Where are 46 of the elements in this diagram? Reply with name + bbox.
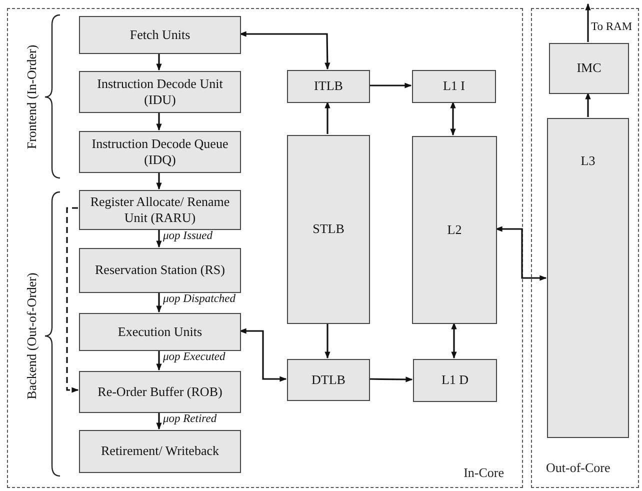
process-box: Instruction Decode Unit (IDU)	[79, 71, 241, 113]
arrow	[450, 101, 456, 136]
region-label: In-Core	[464, 465, 504, 481]
process-box: Fetch Units	[79, 16, 241, 54]
process-box: L2	[412, 136, 497, 324]
process-box: L1 D	[413, 359, 497, 402]
process-box: IMC	[549, 43, 629, 94]
arrow	[369, 82, 412, 88]
dashed-region	[531, 8, 639, 488]
process-box: Retirement/ Writeback	[79, 430, 241, 473]
arrow	[156, 292, 162, 313]
arrow	[156, 350, 162, 371]
process-box: Execution Units	[79, 313, 241, 351]
arrow	[66, 207, 79, 393]
process-box: DTLB	[287, 359, 370, 401]
arrow	[369, 376, 413, 382]
process-box: Reservation Station (RS)	[79, 248, 241, 293]
arrow	[324, 101, 330, 134]
edge-label: μop Issued	[163, 230, 213, 242]
edge-label: μop Retired	[163, 413, 217, 425]
arrow	[324, 323, 330, 359]
process-box: L1 I	[412, 70, 496, 103]
process-box: Instruction Decode Queue (IDQ)	[79, 131, 241, 173]
process-box: Re-Order Buffer (ROB)	[79, 371, 241, 413]
arrow	[239, 328, 287, 382]
region-label: Out-of-Core	[546, 460, 610, 476]
process-box: STLB	[287, 135, 370, 324]
arrow	[495, 226, 547, 281]
dashed-region	[7, 8, 523, 488]
arrow	[239, 31, 330, 70]
bracket-label: Backend (Out-of-Order)	[24, 272, 40, 400]
bracket-label: Frontend (In-Order)	[24, 44, 40, 150]
arrow	[156, 53, 162, 71]
edge-label: μop Dispatched	[163, 293, 236, 305]
edge-label: μop Executed	[163, 351, 226, 363]
arrow	[451, 322, 457, 359]
arrow	[156, 229, 162, 248]
arrow	[585, 3, 591, 42]
arrow	[156, 172, 162, 190]
arrow	[585, 92, 591, 117]
edge-label: To RAM	[591, 21, 632, 33]
process-box: Register Allocate/ Rename Unit (RARU)	[79, 190, 241, 230]
arrow	[156, 412, 162, 430]
process-box: L3	[547, 118, 629, 438]
arrow	[156, 112, 162, 131]
process-box: ITLB	[287, 70, 370, 103]
